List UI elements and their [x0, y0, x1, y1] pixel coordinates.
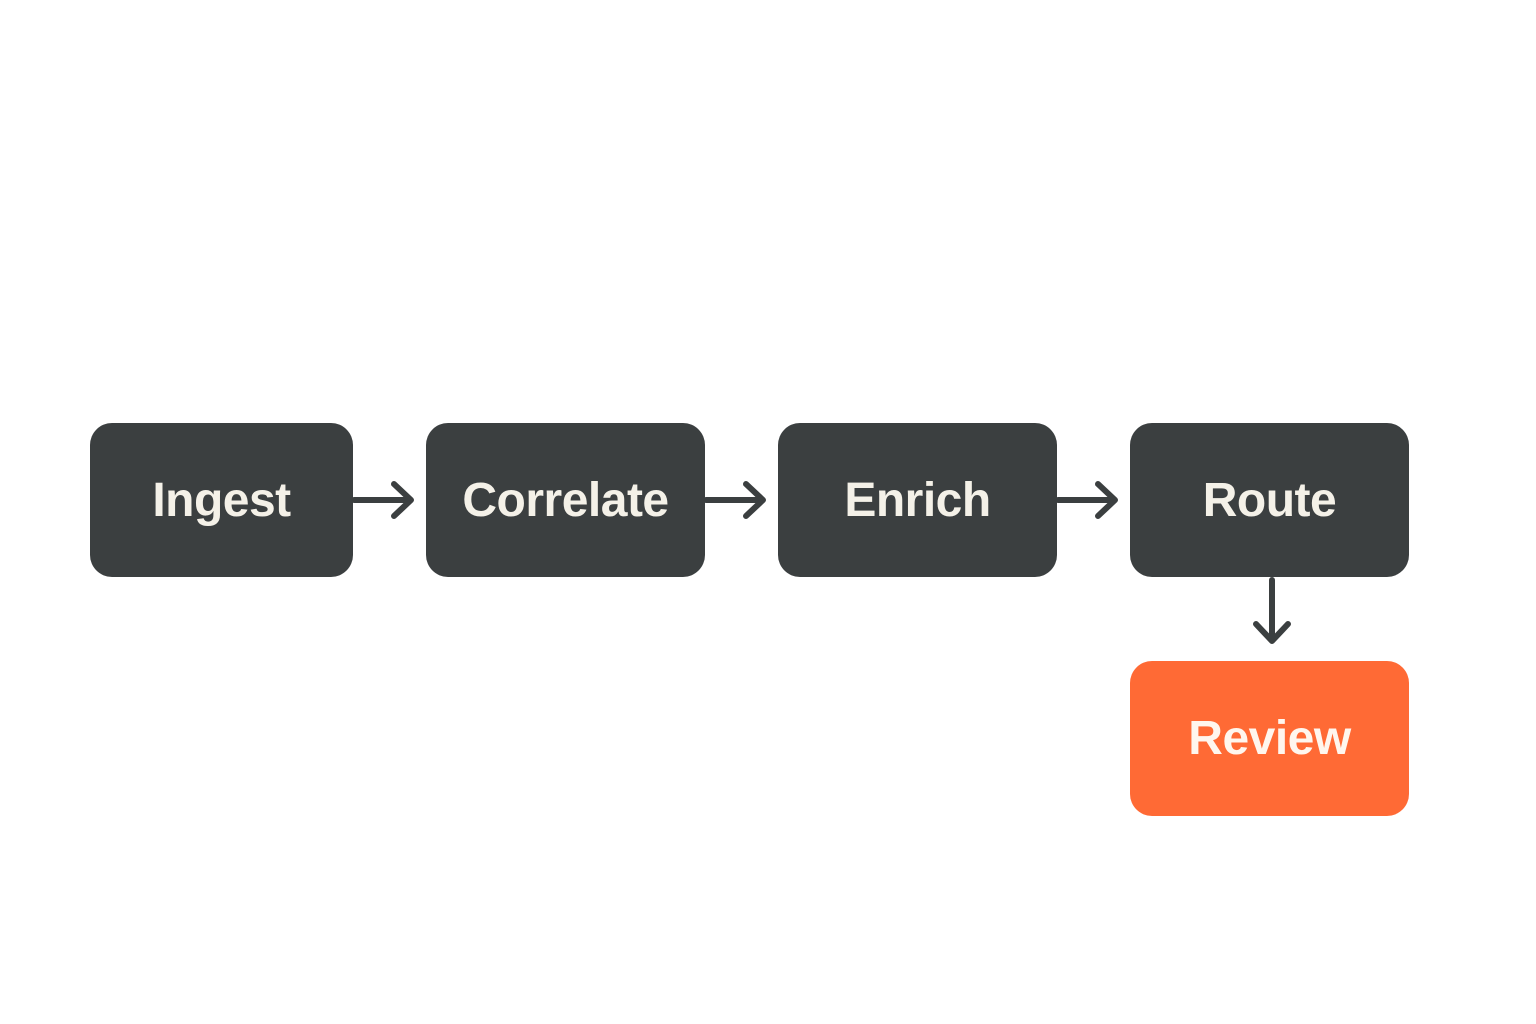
node-review-label: Review — [1188, 712, 1351, 765]
node-correlate-label: Correlate — [462, 473, 669, 527]
node-route-label: Route — [1202, 473, 1337, 527]
node-correlate: Correlate — [426, 423, 705, 577]
node-enrich-label: Enrich — [844, 473, 991, 527]
arrow-enrich-to-route — [1055, 481, 1118, 519]
node-enrich: Enrich — [778, 423, 1057, 577]
arrow-correlate-to-enrich — [703, 481, 766, 519]
node-route: Route — [1130, 423, 1409, 577]
arrow-route-to-review — [1253, 577, 1291, 644]
node-ingest: Ingest — [90, 423, 353, 577]
node-review: Review — [1130, 661, 1409, 816]
arrow-ingest-to-correlate — [351, 481, 414, 519]
node-ingest-label: Ingest — [152, 473, 291, 527]
